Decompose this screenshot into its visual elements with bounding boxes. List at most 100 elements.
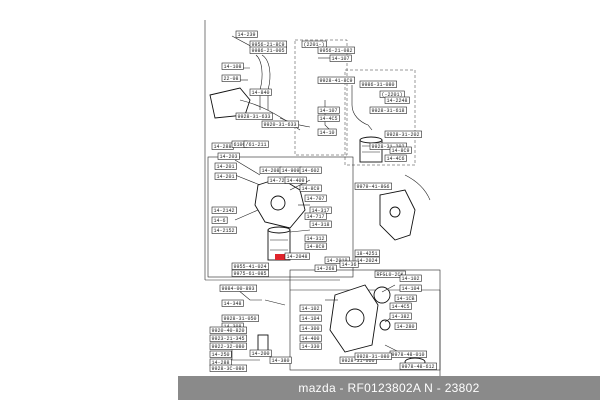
part-label: 14-4C5 (320, 116, 338, 122)
part-label-box (389, 146, 412, 154)
part-label-box (249, 349, 272, 357)
part-label: 9984-00-893 (222, 286, 255, 292)
part-label-box (209, 350, 232, 358)
part-label-box (221, 314, 259, 322)
part-label: 14-8C9 (392, 148, 410, 154)
variant-box-2201-lower (344, 69, 416, 166)
part-label: 14-201 (217, 164, 235, 170)
part-label-box (299, 342, 322, 350)
part-label-box (269, 356, 292, 364)
part-label-box (214, 172, 237, 180)
oil-pump-frame (289, 269, 441, 371)
part-label: 14-348 (224, 301, 242, 307)
part-label: 9928-31-618 (372, 108, 405, 114)
part-label: 14-102 (302, 306, 320, 312)
part-label: 14-203 (220, 154, 238, 160)
part-label: 14-318 (312, 222, 330, 228)
part-label-box (309, 220, 332, 228)
part-label: 9922-32-080 (212, 344, 245, 350)
part-label: 14-8C9 (307, 244, 325, 250)
part-label: 14-104 (402, 286, 420, 292)
part-label-box (354, 256, 380, 264)
part-label: 14-602 (302, 168, 320, 174)
part-label-box (324, 256, 350, 264)
part-label-box (304, 212, 327, 220)
part-label-box (219, 284, 257, 292)
part-label: 14-400 (302, 336, 320, 342)
part-label: 14-107 (320, 108, 338, 114)
part-label-box (261, 120, 299, 128)
caption-bar: mazda - RF0123802A N - 23802 (178, 376, 600, 400)
part-label: 14-707 (307, 196, 325, 202)
part-label: 14-10 (320, 130, 335, 136)
part-label-box (369, 142, 407, 150)
part-label: 9928-31-050 (224, 316, 257, 322)
part-label: 14-107 (332, 56, 350, 62)
part-label: 14-268 (317, 266, 335, 272)
part-label-box (317, 106, 340, 114)
part-label: 9956-21-082 (320, 48, 353, 54)
part-label: 9923-21-345 (212, 336, 245, 342)
part-label: 9928-3C-080 (212, 366, 245, 372)
variant-box-2201 (294, 39, 348, 156)
part-label: 9928-31-202 (372, 144, 405, 150)
part-label-box (299, 314, 322, 322)
part-label-box (359, 80, 397, 88)
part-label: 14-108 (224, 64, 242, 70)
part-label: 9956-21-8C9 (252, 42, 285, 48)
part-label-box (304, 194, 327, 202)
part-label: (-2201) (382, 92, 403, 98)
part-label-box (209, 342, 247, 350)
part-label: 14-104 (302, 316, 320, 322)
part-label: 14-288 (212, 360, 230, 366)
part-label-box (299, 334, 322, 342)
part-label-box (209, 326, 247, 334)
part-label-box (214, 162, 237, 170)
part-number-labels: 14-2399956-21-8C99986-21-00514-10822-081… (209, 30, 437, 372)
part-label: 18-4251 (357, 251, 378, 257)
part-label-box (231, 269, 269, 277)
part-label: 14-2024 (357, 258, 378, 264)
highlighted-part (275, 254, 288, 260)
part-label: 14-717 (307, 214, 325, 220)
part-label-box (354, 249, 380, 257)
part-label-box (221, 74, 241, 82)
part-label-box (399, 274, 422, 282)
part-label: RFGL0-2CK (377, 272, 404, 278)
part-label: 14-382 (392, 314, 410, 320)
part-label: 9955-41-024 (234, 264, 267, 270)
part-label: 9979-41-8G6 (357, 184, 390, 190)
part-label-box (211, 216, 228, 224)
part-label-box (299, 166, 322, 174)
part-label: 9975-61-085 (234, 271, 267, 277)
part-label: 14-239 (238, 32, 256, 38)
part-label: 14-380 (272, 358, 290, 364)
part-label: 14-2019 (327, 258, 348, 264)
part-label: 9920-40-820 (212, 328, 245, 334)
part-label: 9978-48-010 (392, 352, 425, 358)
part-label: 14-2152 (214, 228, 235, 234)
part-label-box (339, 260, 359, 268)
part-label-box (317, 128, 337, 136)
oil-pump-lower (329, 284, 426, 367)
part-label: 9986-21-005 (252, 48, 285, 54)
part-label: 9986-31-080 (362, 82, 395, 88)
part-label: 9928-31-633 (238, 114, 271, 120)
part-label-box (284, 252, 310, 260)
engine-block-fragment (379, 174, 431, 241)
part-label: 14-288 (214, 144, 232, 150)
part-label-box (299, 304, 322, 312)
part-label-box (217, 152, 240, 160)
part-label-box (211, 226, 237, 234)
part-label: 14-8C9 (302, 186, 320, 192)
part-label: 14-2048 (287, 254, 308, 260)
part-label-box (314, 264, 337, 272)
part-label: 14-720 (270, 178, 288, 184)
part-label: 14-840 (252, 90, 270, 96)
part-label: /61-211 (246, 142, 267, 148)
part-label-box (384, 154, 407, 162)
part-label: 14-330 (302, 344, 320, 350)
part-label: 9928-31-202 (387, 132, 420, 138)
part-label: 14-6 (214, 218, 226, 224)
part-label: 9928-31-060 (342, 358, 375, 364)
